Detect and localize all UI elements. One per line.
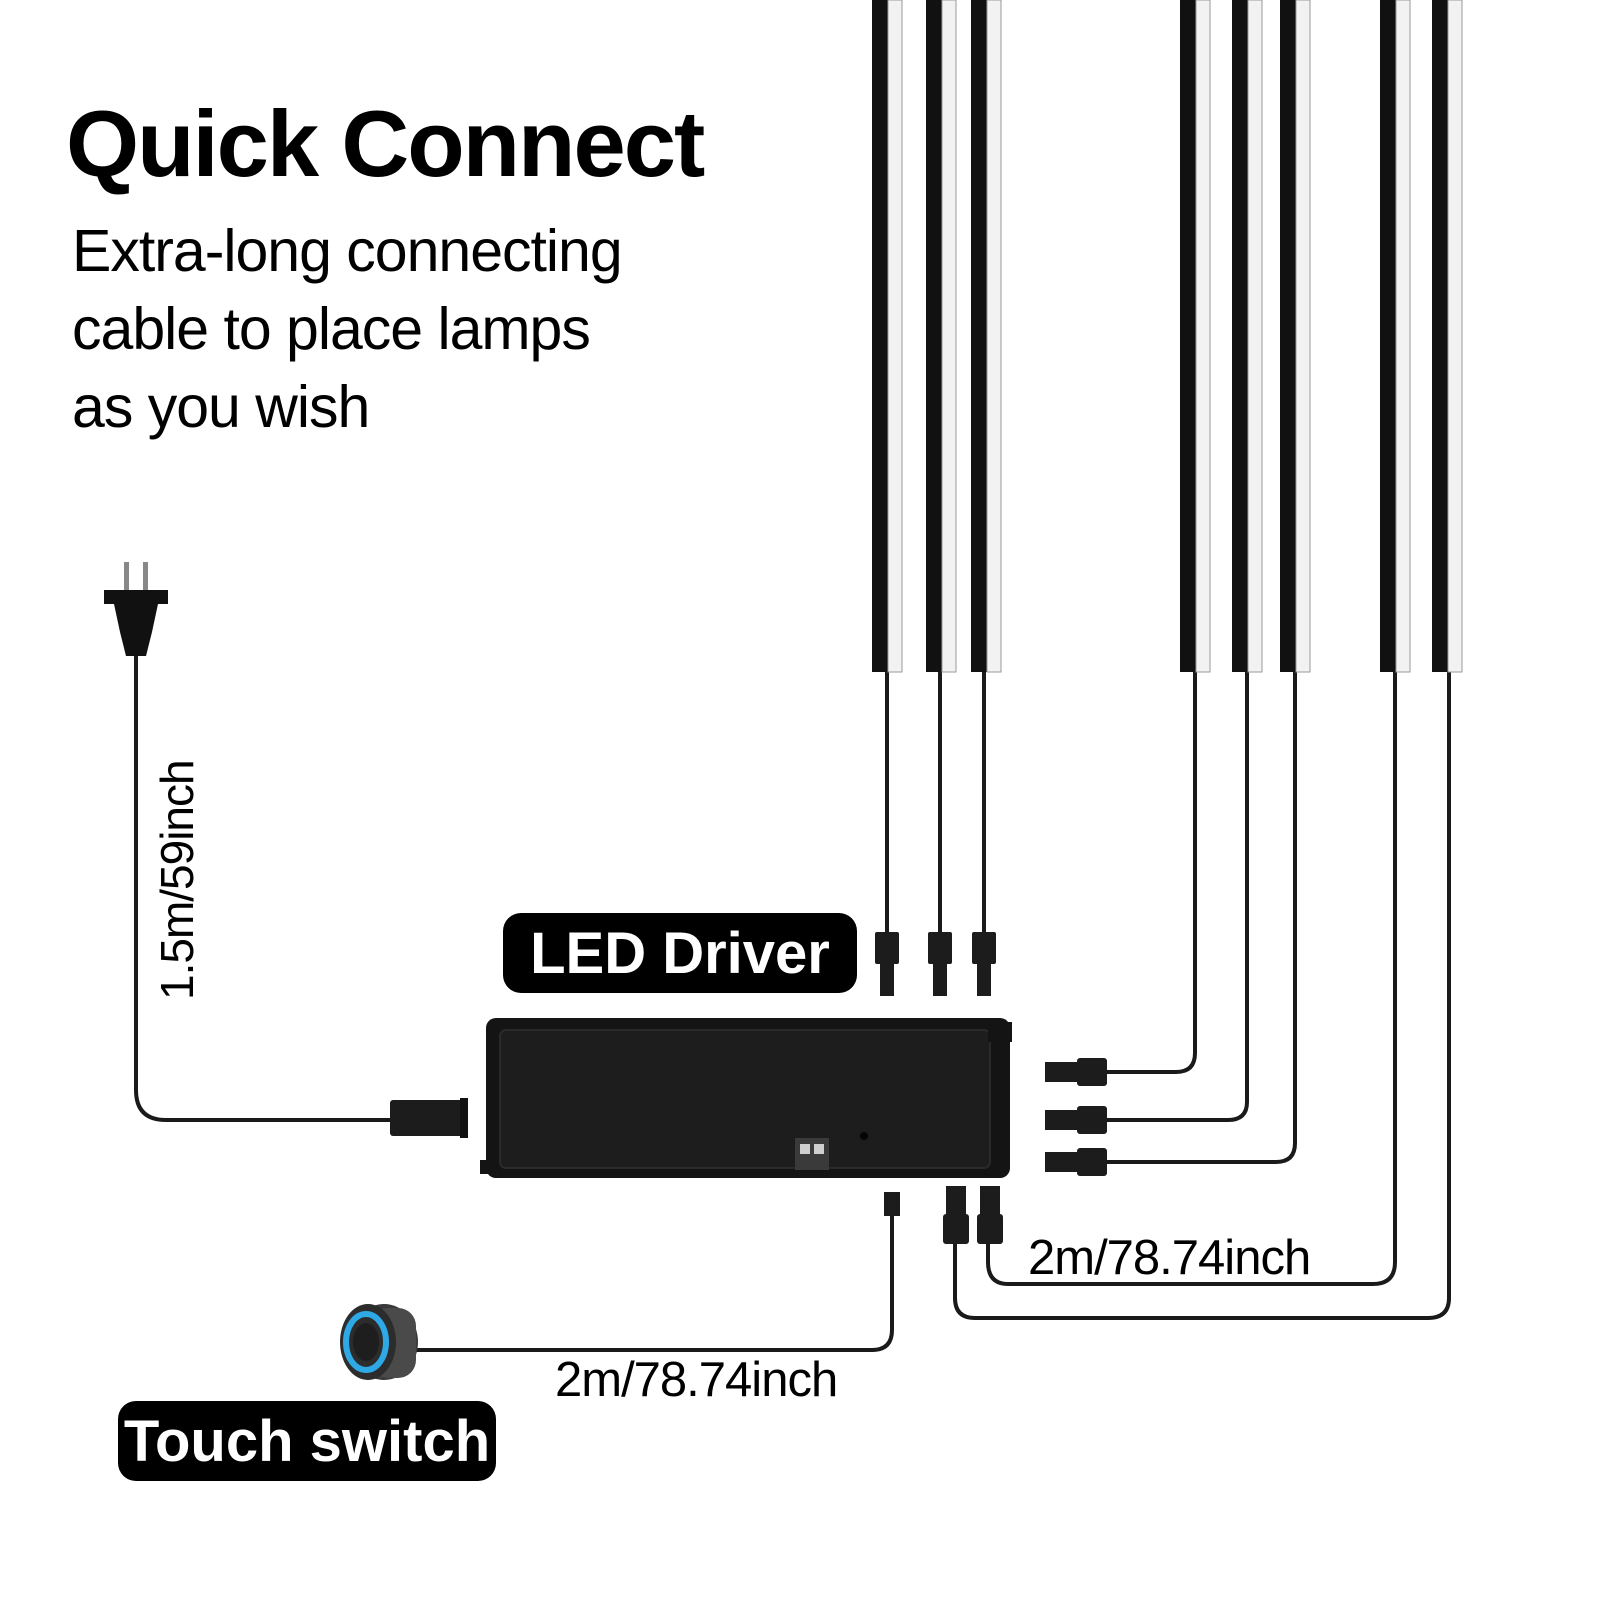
strip-cable-length: 2m/78.74inch	[1028, 1231, 1311, 1285]
driver-right-connectors	[1045, 1058, 1107, 1176]
connector	[1045, 1110, 1079, 1130]
led-driver-box	[480, 1018, 1012, 1178]
driver-top-connectors	[875, 932, 996, 996]
light-strip	[872, 0, 903, 673]
switch-cable-length: 2m/78.74inch	[555, 1353, 838, 1407]
switch-cable	[405, 1215, 894, 1352]
strip-wire-4	[1105, 672, 1197, 1074]
description-line: as you wish	[72, 374, 370, 440]
page-title: Quick Connect	[66, 91, 705, 196]
power-plug-icon	[104, 562, 168, 656]
strip-wire-8	[953, 672, 1451, 1320]
description: Extra-long connecting cable to place lam…	[72, 212, 623, 446]
description-line: Extra-long connecting	[72, 218, 623, 284]
light-strip	[1280, 0, 1311, 673]
light-strip	[1232, 0, 1263, 673]
light-strip	[1380, 0, 1411, 673]
wires	[134, 650, 1451, 1352]
light-strip	[926, 0, 957, 673]
light-strip	[971, 0, 1002, 673]
strip-wire-7	[986, 672, 1397, 1286]
connector	[884, 1192, 900, 1216]
connector	[1045, 1152, 1079, 1172]
touch-switch-label: Touch switch	[118, 1401, 496, 1481]
light-strip	[1180, 0, 1211, 673]
connector	[1045, 1062, 1079, 1082]
power-cable-length: 1.5m/59inch	[151, 760, 203, 1000]
light-strip	[1432, 0, 1463, 673]
led-driver-label: LED Driver	[503, 913, 857, 993]
power-connector	[390, 1098, 468, 1138]
description-line: cable to place lamps	[72, 296, 591, 362]
connector	[980, 1186, 1000, 1216]
connector	[946, 1186, 966, 1216]
strip-wire-5	[1105, 672, 1249, 1122]
connector	[875, 932, 899, 964]
strip-wire-6	[1105, 672, 1297, 1164]
light-strips	[872, 0, 1463, 673]
power-cable	[134, 650, 392, 1122]
connector	[972, 932, 996, 964]
driver-bottom-connectors	[884, 1186, 1003, 1244]
touch-switch-icon	[340, 1304, 418, 1380]
connector	[928, 932, 952, 964]
